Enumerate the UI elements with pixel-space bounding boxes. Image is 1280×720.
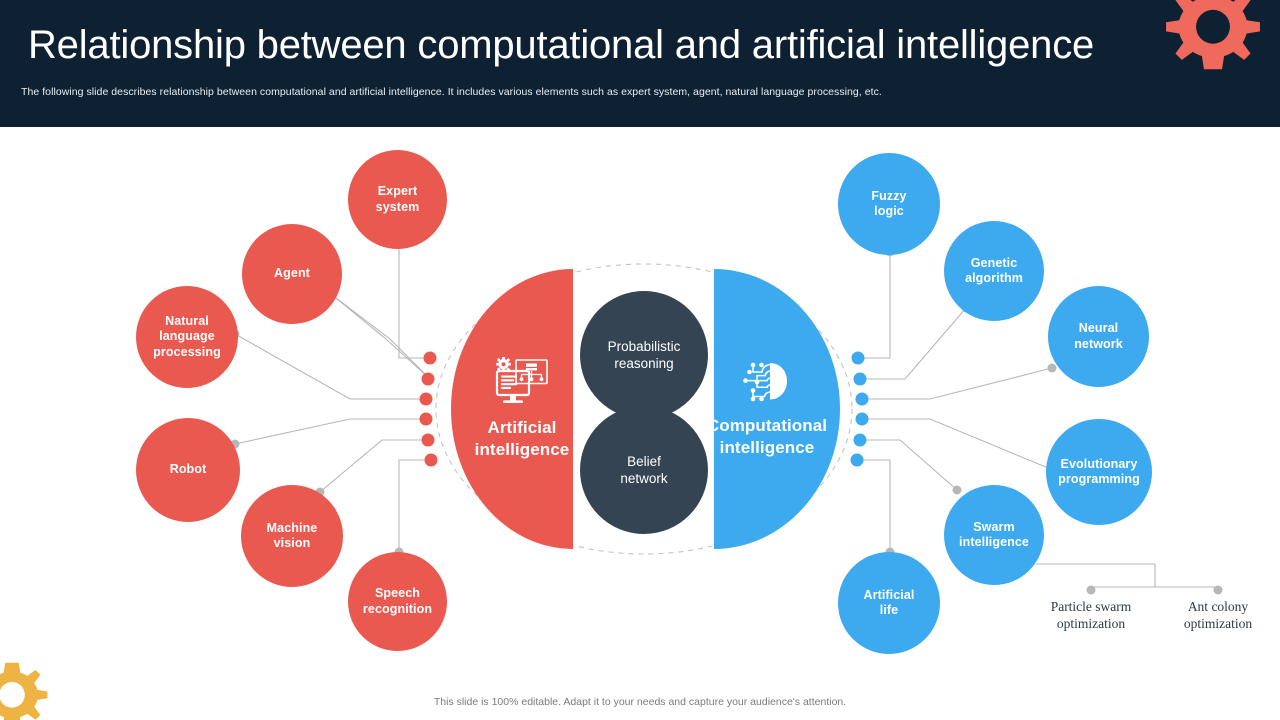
connector-speech-recognition: [398, 459, 430, 552]
brain-circuit-icon: [743, 362, 787, 402]
page-subtitle: The following slide describes relationsh…: [21, 86, 882, 98]
connector-swarm-intelligence: [860, 439, 958, 491]
joint-dot: [1047, 363, 1057, 373]
node-label: Natural language processing: [153, 313, 221, 359]
hub-dot: [851, 351, 865, 365]
node-natural-language-processing[interactable]: Natural language processing: [136, 286, 238, 388]
hub-dot: [419, 392, 433, 406]
hub-dot: [423, 351, 437, 365]
connector-swarm-branch-right: [1155, 586, 1219, 589]
node-artificial-life[interactable]: Artificial life: [838, 552, 940, 654]
connector-agent-seg: [330, 293, 431, 380]
hub-dot: [421, 433, 435, 447]
node-neural-network[interactable]: Neural network: [1048, 286, 1149, 387]
node-label: Swarm intelligence: [959, 519, 1029, 550]
node-probabilistic-reasoning[interactable]: Probabilistic reasoning: [580, 291, 708, 419]
leaf-particle-swarm-optimization[interactable]: Particle swarm optimization: [1050, 599, 1132, 631]
connector-robot: [234, 418, 428, 445]
node-label: Neural network: [1074, 321, 1123, 351]
connector-nlp: [234, 333, 428, 400]
node-label: Evolutionary programming: [1058, 456, 1140, 487]
slide-footer-note: This slide is 100% editable. Adapt it to…: [433, 696, 847, 708]
joint-dot: [1213, 585, 1223, 595]
connector-fuzzy-logic: [860, 252, 891, 359]
slide-header: Relationship between computational and a…: [0, 0, 1280, 127]
node-machine-vision[interactable]: Machine vision: [241, 485, 343, 587]
hub-dot: [855, 392, 869, 406]
connector-machine-vision: [319, 439, 428, 493]
node-fuzzy-logic[interactable]: Fuzzy logic: [838, 153, 940, 255]
center-label-artificial-intelligence: Artificial intelligence: [474, 418, 570, 459]
node-label: Probabilistic reasoning: [607, 339, 681, 371]
joint-dot: [1086, 585, 1096, 595]
node-speech-recognition[interactable]: Speech recognition: [348, 552, 447, 651]
connector-artificial-life: [860, 459, 891, 552]
node-label: Belief network: [620, 454, 668, 486]
gear-icon: [1166, 0, 1260, 70]
node-genetic-algorithm[interactable]: Genetic algorithm: [944, 221, 1044, 321]
node-label: Genetic algorithm: [965, 255, 1023, 286]
node-label: Machine vision: [266, 520, 318, 551]
hub-dot: [853, 372, 867, 386]
hub-dot: [855, 412, 869, 426]
node-label: Robot: [169, 462, 207, 477]
node-swarm-intelligence[interactable]: Swarm intelligence: [944, 485, 1044, 585]
node-robot[interactable]: Robot: [136, 418, 240, 522]
hub-dot: [424, 453, 438, 467]
joint-dot: [952, 485, 962, 495]
node-label: Speech recognition: [362, 586, 433, 616]
node-expert-system[interactable]: Expert system: [348, 150, 447, 249]
connector-expert-system: [398, 228, 430, 359]
node-label: Artificial life: [863, 587, 915, 618]
leaf-ant-colony-optimization[interactable]: Ant colony optimization: [1183, 599, 1253, 631]
connector-genetic-algorithm: [860, 307, 967, 380]
connector-swarm-branch-left: [1036, 563, 1156, 589]
node-agent[interactable]: Agent: [242, 224, 342, 324]
hub-dot: [419, 412, 433, 426]
hub-dot: [853, 433, 867, 447]
page-title: Relationship between computational and a…: [28, 23, 1095, 67]
node-evolutionary-programming[interactable]: Evolutionary programming: [1046, 419, 1152, 525]
center-label-computational-intelligence: Computational intelligence: [706, 416, 828, 457]
hub-dots-left: [419, 351, 438, 467]
diagram-canvas: Artificial intelligence: [0, 127, 1280, 720]
connector-layer: [230, 223, 1223, 595]
node-label: Expert system: [375, 184, 420, 214]
hub-dot: [850, 453, 864, 467]
hub-dot: [421, 372, 435, 386]
hub-dots-right: [850, 351, 869, 467]
node-belief-network[interactable]: Belief network: [580, 406, 708, 534]
dashed-orbit-ellipse: [435, 263, 853, 555]
connector-agent: [330, 293, 431, 380]
gear-icon: [0, 662, 48, 720]
connector-evolutionary-programming: [860, 418, 1054, 471]
computer-ai-icon: [495, 357, 548, 403]
node-label: Agent: [274, 266, 310, 281]
connector-neural-network: [860, 367, 1053, 400]
node-label: Fuzzy logic: [871, 188, 907, 219]
